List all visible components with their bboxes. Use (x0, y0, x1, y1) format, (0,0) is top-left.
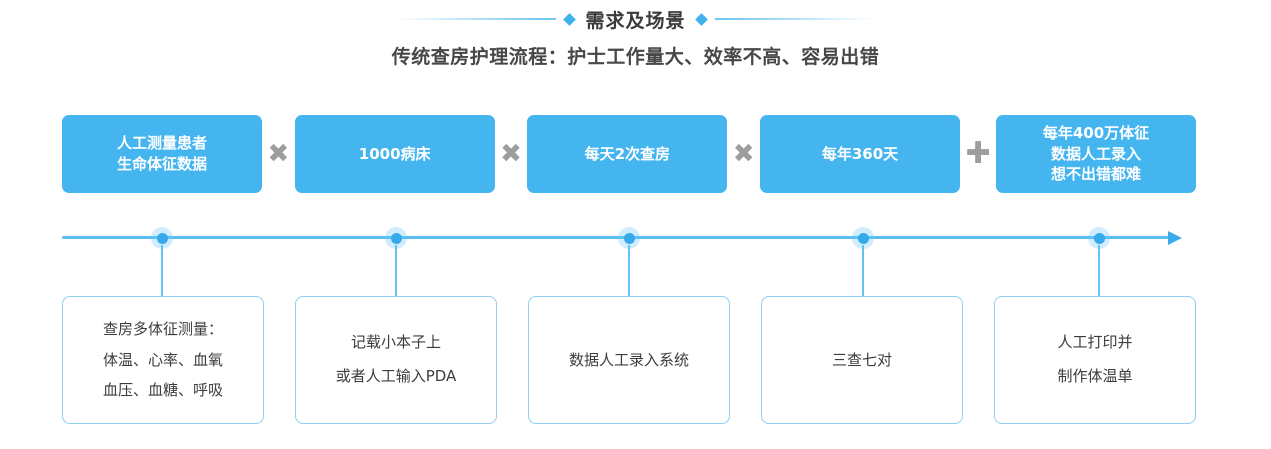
formula-box-1-line-1: 人工测量患者 (116, 134, 207, 153)
formula-box-4-line-1: 每年360天 (821, 144, 899, 163)
timeline-dot-2-icon (385, 227, 407, 249)
diamond-marker-right-icon (694, 12, 708, 26)
formula-box-2-line-1: 1000病床 (358, 144, 431, 163)
connector-line-4 (862, 245, 864, 297)
step-card-3-line-1: 数据人工录入系统 (568, 350, 689, 369)
step-card-4: 三查七对 (761, 296, 963, 424)
step-card-1-line-2: 体温、心率、血氧 (102, 350, 223, 369)
header-rule-right-icon (714, 18, 875, 20)
step-card-4-line-1: 三查七对 (831, 350, 892, 369)
step-card-2: 记载小本子上 或者人工输入PDA (295, 296, 497, 424)
timeline-line (62, 236, 1172, 239)
step-card-2-line-1: 记载小本子上 (350, 333, 441, 352)
header-rule-left-icon (396, 18, 557, 20)
step-card-1-line-1: 查房多体征测量： (102, 319, 223, 338)
formula-box-3-line-1: 每天2次查房 (584, 144, 671, 163)
operator-multiply-2-icon: ✖ (500, 139, 522, 169)
arrow-right-icon (1168, 231, 1182, 245)
step-card-3: 数据人工录入系统 (528, 296, 730, 424)
formula-box-3: 每天2次查房 (527, 115, 728, 193)
step-card-5-line-1: 人工打印并 (1057, 333, 1133, 352)
steps-row: 查房多体征测量： 体温、心率、血氧 血压、血糖、呼吸 记载小本子上 或者人工输入… (62, 296, 1196, 424)
timeline-dot-4-icon (852, 227, 874, 249)
step-card-5-line-2: 制作体温单 (1057, 367, 1133, 385)
operator-multiply-3-icon: ✖ (732, 139, 755, 169)
formula-row: 人工测量患者 生命体征数据 ✖ 1000病床 ✖ 每天2次查房 ✖ 每年360天… (62, 115, 1197, 193)
formula-box-2: 1000病床 (294, 115, 495, 193)
step-card-1: 查房多体征测量： 体温、心率、血氧 血压、血糖、呼吸 (62, 296, 264, 424)
connector-line-5 (1098, 245, 1100, 297)
formula-box-4: 每年360天 (760, 115, 961, 193)
page-subtitle: 传统查房护理流程：护士工作量大、效率不高、容易出错 (391, 46, 880, 68)
connector-line-3 (628, 245, 630, 297)
formula-box-5: 每年400万体征 数据人工录入 想不出错都难 (996, 115, 1197, 193)
formula-box-5-line-2: 数据人工录入 (1051, 144, 1142, 163)
step-card-2-line-2: 或者人工输入PDA (335, 367, 457, 385)
timeline-axis (62, 227, 1196, 249)
connector-line-1 (161, 245, 163, 297)
formula-box-5-line-3: 想不出错都难 (1051, 165, 1142, 184)
page-title: 需求及场景 (585, 9, 686, 32)
operator-multiply-1-icon: ✖ (267, 139, 290, 169)
timeline-dot-5-icon (1088, 227, 1110, 249)
diamond-marker-left-icon (563, 12, 577, 26)
operator-plus-icon: ✚ (965, 136, 991, 171)
section-header: 需求及场景 (0, 4, 1271, 34)
timeline-dot-1-icon (151, 227, 173, 249)
timeline-dot-3-icon (618, 227, 640, 249)
connector-line-2 (395, 245, 397, 297)
formula-box-1-line-2: 生命体征数据 (116, 155, 207, 173)
formula-box-1: 人工测量患者 生命体征数据 (62, 115, 262, 193)
step-card-1-line-3: 血压、血糖、呼吸 (102, 381, 223, 400)
formula-box-5-line-1: 每年400万体征 (1042, 123, 1150, 142)
step-card-5: 人工打印并 制作体温单 (994, 296, 1196, 424)
